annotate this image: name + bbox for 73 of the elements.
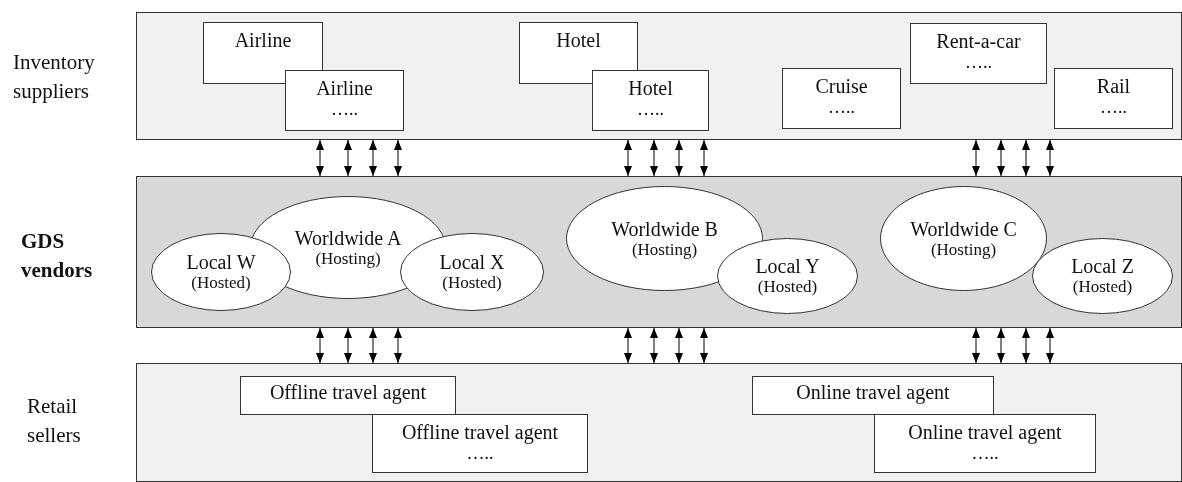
node-label: Worldwide B bbox=[611, 217, 718, 240]
double-arrow bbox=[997, 327, 1005, 364]
node-label: Worldwide A bbox=[294, 226, 402, 249]
double-arrow bbox=[972, 139, 980, 177]
node-label: Airline bbox=[316, 77, 373, 99]
ellipse-node bbox=[717, 238, 858, 314]
ellipse-node bbox=[1032, 238, 1173, 314]
double-arrow bbox=[1046, 139, 1054, 177]
double-arrow bbox=[624, 139, 632, 177]
double-arrow bbox=[997, 139, 1005, 177]
node-label: Offline travel agent bbox=[401, 421, 559, 443]
node-label: Hotel bbox=[628, 77, 673, 99]
node-label: Local Z bbox=[1071, 255, 1134, 277]
node-label: Local Y bbox=[755, 255, 820, 277]
double-arrow bbox=[1046, 327, 1054, 364]
node-label: Hotel bbox=[556, 29, 601, 51]
node-label: Rent-a-car bbox=[936, 30, 1021, 52]
supplier-box bbox=[752, 376, 994, 415]
double-arrow bbox=[650, 139, 658, 177]
double-arrow bbox=[316, 139, 324, 177]
double-arrow bbox=[700, 139, 708, 177]
node-subtext: (Hosted) bbox=[191, 273, 251, 293]
supplier-box bbox=[372, 414, 588, 473]
node-label: Offline travel agent bbox=[269, 381, 427, 403]
node-subtext: ….. bbox=[965, 52, 992, 72]
double-arrow bbox=[675, 139, 683, 177]
supplier-box bbox=[285, 70, 404, 131]
layer-heading: GDS vendors bbox=[21, 228, 94, 284]
node-subtext: ….. bbox=[331, 99, 358, 119]
node-label: Cruise bbox=[815, 75, 868, 97]
double-arrow bbox=[700, 327, 708, 364]
layer-heading: Retail sellers bbox=[27, 393, 82, 449]
ellipse-node bbox=[151, 233, 291, 311]
node-label: Airline bbox=[234, 29, 292, 51]
node-label: Rail bbox=[1096, 75, 1131, 97]
node-label: Worldwide C bbox=[910, 217, 1017, 240]
ellipse-node bbox=[880, 186, 1047, 291]
node-subtext: (Hosted) bbox=[1072, 277, 1133, 297]
supplier-box bbox=[874, 414, 1096, 473]
node-subtext: (Hosting) bbox=[930, 239, 997, 260]
node-subtext: ….. bbox=[971, 443, 999, 463]
double-arrow bbox=[369, 139, 377, 177]
double-arrow bbox=[394, 327, 402, 364]
node-subtext: (Hosting) bbox=[315, 248, 381, 269]
node-label: Online travel agent bbox=[796, 381, 950, 403]
double-arrow bbox=[675, 327, 683, 364]
supplier-box bbox=[782, 68, 901, 129]
node-subtext: ….. bbox=[828, 97, 855, 117]
node-subtext: (Hosted) bbox=[442, 273, 502, 293]
double-arrow bbox=[344, 327, 352, 364]
supplier-box bbox=[240, 376, 456, 415]
supplier-box bbox=[1054, 68, 1173, 129]
node-subtext: (Hosting) bbox=[631, 239, 698, 260]
layer-heading: Inventory suppliers bbox=[13, 49, 96, 105]
double-arrow bbox=[650, 327, 658, 364]
double-arrow bbox=[344, 139, 352, 177]
ellipse-node bbox=[400, 233, 544, 311]
node-subtext: ….. bbox=[1100, 97, 1127, 117]
double-arrow bbox=[624, 327, 632, 364]
supplier-box bbox=[910, 23, 1047, 84]
node-subtext: (Hosted) bbox=[757, 277, 818, 297]
node-label: Local W bbox=[186, 251, 256, 273]
double-arrow bbox=[972, 327, 980, 364]
double-arrow bbox=[394, 139, 402, 177]
supplier-box bbox=[592, 70, 709, 131]
double-arrow bbox=[316, 327, 324, 364]
double-arrow bbox=[1022, 139, 1030, 177]
node-subtext: ….. bbox=[466, 443, 494, 463]
node-label: Local X bbox=[439, 251, 505, 273]
double-arrow bbox=[369, 327, 377, 364]
double-arrow bbox=[1022, 327, 1030, 364]
node-subtext: ….. bbox=[637, 99, 664, 119]
node-label: Online travel agent bbox=[908, 421, 1062, 443]
